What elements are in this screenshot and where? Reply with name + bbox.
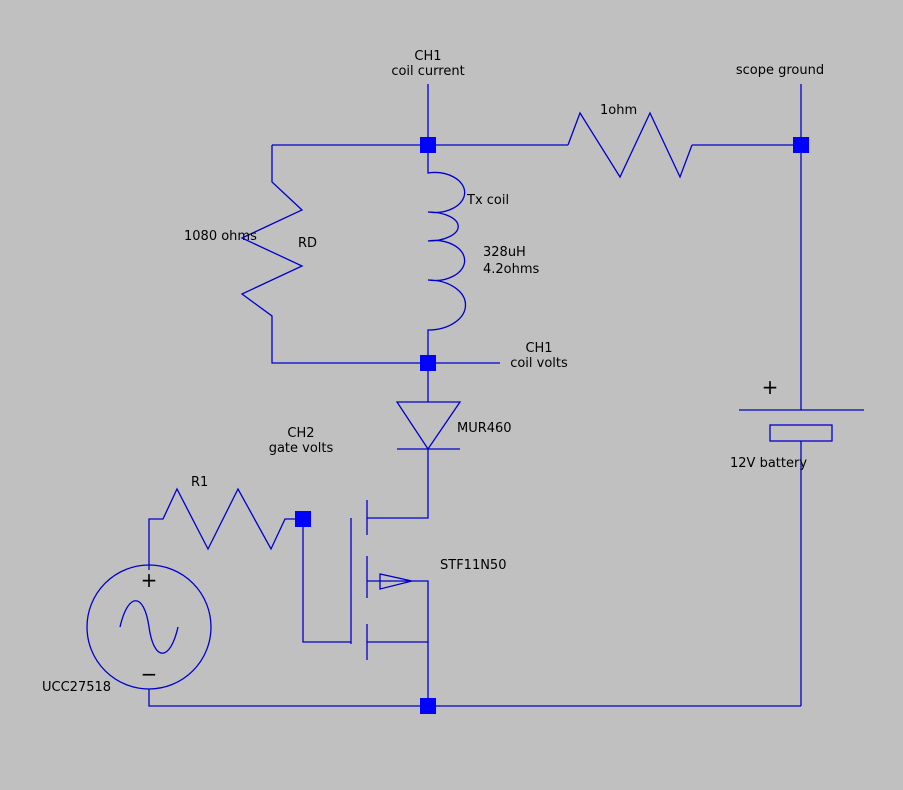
driver-minus-sign: − <box>141 662 158 686</box>
wire-gate <box>302 519 351 643</box>
mosfet-symbol <box>350 500 429 660</box>
driver-part: UCC27518 <box>42 680 112 695</box>
driver-plus-sign: + <box>141 568 158 592</box>
battery-label: 12V battery <box>730 456 808 471</box>
probe-ch2-gate-desc: gate volts <box>268 441 334 456</box>
node-coil-top <box>420 137 436 153</box>
wire-source-to-ground-bus <box>148 689 801 707</box>
node-ground <box>420 698 436 714</box>
coil-inductance: 328uH <box>483 245 526 260</box>
sense-resistor-symbol <box>567 111 693 179</box>
tx-coil-symbol <box>427 145 467 363</box>
probe-scope-ground-label: scope ground <box>735 63 825 78</box>
wire-diode-to-drain <box>367 449 429 519</box>
coil-name: Tx coil <box>467 193 510 208</box>
node-scope-ground <box>793 137 809 153</box>
probe-ch2-gate-name: CH2 <box>287 426 315 441</box>
diode-symbol <box>395 401 462 451</box>
battery-plus-sign: + <box>762 375 779 399</box>
probe-ch1-current-name: CH1 <box>414 49 442 64</box>
probe-ch2-gate-label: CH2 gate volts <box>269 426 334 456</box>
sense-resistor-value: 1ohm <box>600 103 638 118</box>
coil-resistance: 4.2ohms <box>483 262 540 277</box>
probe-ch1-volts-label: CH1 coil volts <box>510 341 568 371</box>
gate-resistor-name: R1 <box>191 475 209 490</box>
rd-value: 1080 ohms <box>184 229 257 244</box>
probe-ch1-volts-desc: coil volts <box>510 356 568 371</box>
rd-resistor-symbol <box>240 145 428 364</box>
node-coil-bottom <box>420 355 436 371</box>
probe-ch1-current-desc: coil current <box>391 64 465 79</box>
probe-ch1-volts-name: CH1 <box>525 341 553 356</box>
diode-part: MUR460 <box>457 421 512 436</box>
driver-sine-wave <box>119 600 179 654</box>
mosfet-part: STF11N50 <box>440 558 507 573</box>
r1-resistor-symbol <box>148 487 303 570</box>
probe-ch1-current-label: CH1 coil current <box>391 49 464 79</box>
node-gate <box>295 511 311 527</box>
rd-name: RD <box>298 236 318 251</box>
battery-plate-short <box>769 424 833 442</box>
